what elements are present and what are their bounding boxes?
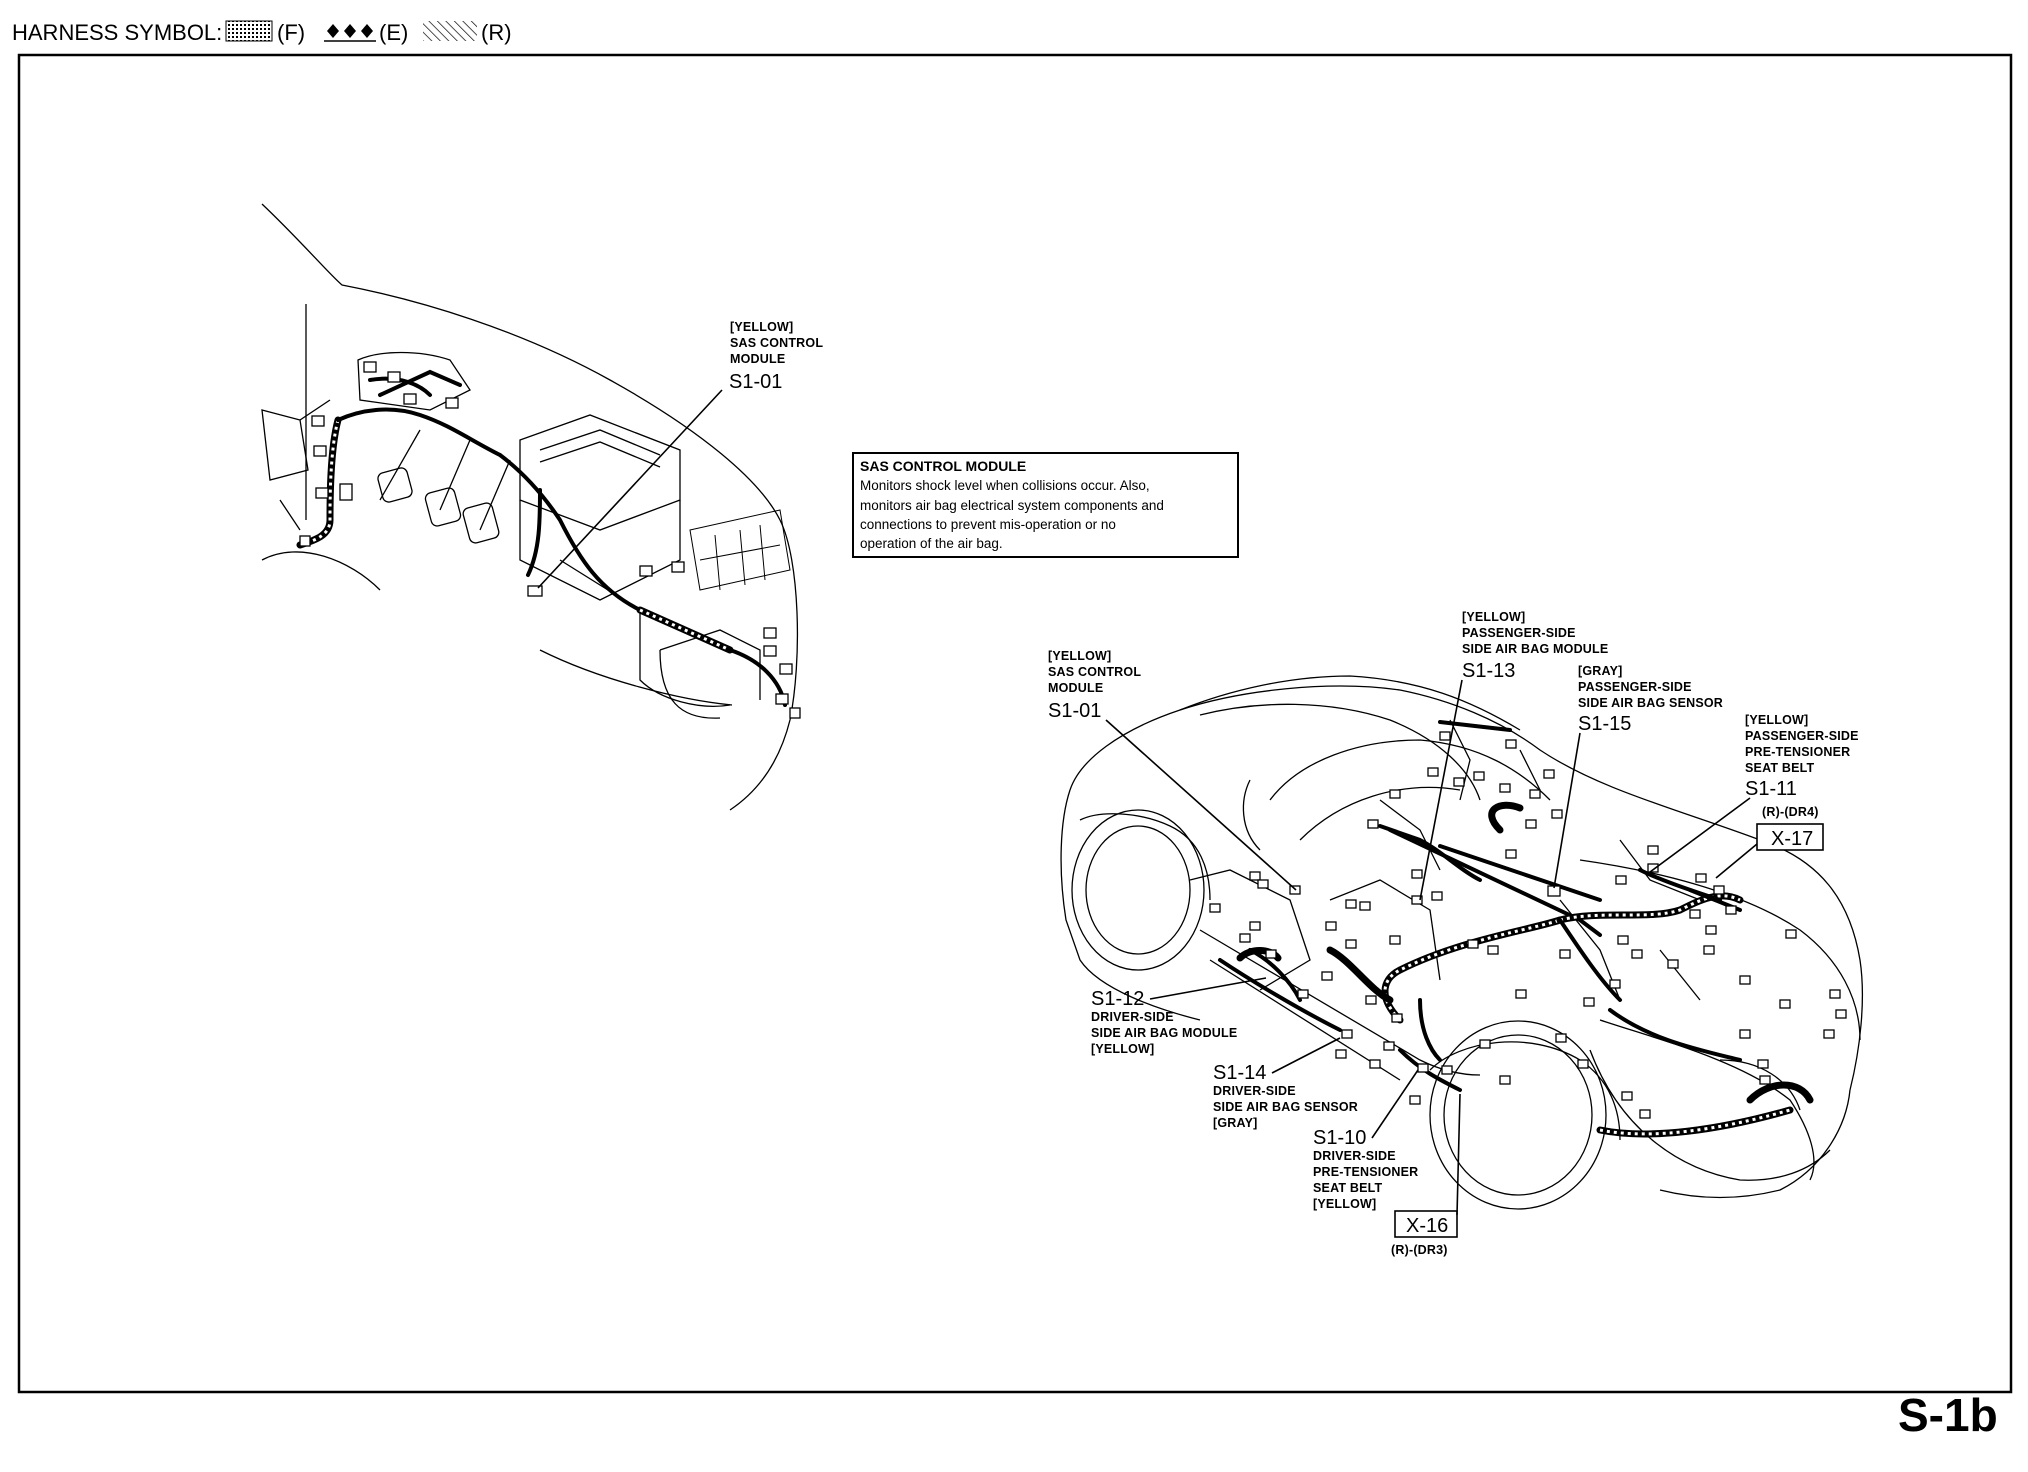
info-box-line-4: operation of the air bag. bbox=[860, 536, 1003, 551]
x-17-leader bbox=[1715, 843, 1758, 879]
car-s1-10-line-3: SEAT BELT bbox=[1313, 1181, 1383, 1195]
car-s1-13-leader bbox=[1419, 679, 1463, 901]
info-box-frame bbox=[852, 452, 1239, 558]
diagram-frame bbox=[17, 53, 2013, 1394]
car-s1-10-line-1: DRIVER-SIDE bbox=[1313, 1149, 1396, 1163]
car-s1-12-line-3: [YELLOW] bbox=[1091, 1042, 1154, 1056]
legend-label: HARNESS SYMBOL: bbox=[12, 20, 222, 45]
car-s1-13-code: S1-13 bbox=[1462, 660, 1515, 682]
car-s1-11-line-3: PRE-TENSIONER bbox=[1745, 745, 1850, 759]
harness-symbol-legend: HARNESS SYMBOL: (F) (E) (R) bbox=[12, 20, 512, 45]
car-s1-11-leader bbox=[1649, 797, 1751, 873]
dash-callout-code: S1-01 bbox=[729, 371, 782, 393]
car-callout-s1-10: S1-10 DRIVER-SIDE PRE-TENSIONER SEAT BEL… bbox=[1313, 1069, 1419, 1211]
car-s1-13-line-3: SIDE AIR BAG MODULE bbox=[1462, 642, 1608, 656]
x-16-leader bbox=[1456, 1093, 1461, 1216]
car-s1-01-leader bbox=[1105, 719, 1297, 891]
car-s1-14-code: S1-14 bbox=[1213, 1062, 1266, 1084]
legend-item-e: (E) bbox=[324, 20, 408, 45]
car-s1-12-leader bbox=[1149, 977, 1267, 1000]
car-s1-15-leader bbox=[1553, 732, 1581, 889]
diamonds-swatch bbox=[327, 24, 373, 38]
x-17-ref: (R)-(DR4) bbox=[1762, 805, 1819, 819]
info-box-line-3: connections to prevent mis-operation or … bbox=[860, 517, 1116, 532]
car-s1-01-code: S1-01 bbox=[1048, 700, 1101, 722]
car-s1-10-line-4: [YELLOW] bbox=[1313, 1197, 1376, 1211]
car-callout-s1-12: S1-12 DRIVER-SIDE SIDE AIR BAG MODULE [Y… bbox=[1091, 977, 1267, 1056]
x-16-code: X-16 bbox=[1406, 1215, 1448, 1237]
car-s1-11-code: S1-11 bbox=[1745, 778, 1797, 800]
car-callout-s1-01: [YELLOW] SAS CONTROL MODULE S1-01 bbox=[1048, 649, 1297, 891]
diagonal-hatch-swatch bbox=[423, 21, 477, 41]
dotted-grid-swatch bbox=[225, 20, 273, 42]
dash-callout-line-2: SAS CONTROL bbox=[730, 336, 823, 350]
car-s1-14-line-2: SIDE AIR BAG SENSOR bbox=[1213, 1100, 1358, 1114]
car-callout-s1-14: S1-14 DRIVER-SIDE SIDE AIR BAG SENSOR [G… bbox=[1213, 1037, 1358, 1130]
connector-x-16: X-16 (R)-(DR3) bbox=[1391, 1093, 1461, 1257]
connector-x-17: (R)-(DR4) X-17 bbox=[1715, 805, 1824, 879]
dash-callout-line-3: MODULE bbox=[730, 352, 785, 366]
dashboard-illustration bbox=[261, 203, 801, 811]
car-s1-15-line-1: [GRAY] bbox=[1578, 664, 1623, 678]
legend-code-r: (R) bbox=[481, 20, 512, 45]
car-s1-01-line-2: SAS CONTROL bbox=[1048, 665, 1141, 679]
car-s1-12-code: S1-12 bbox=[1091, 988, 1144, 1010]
legend-item-f: (F) bbox=[225, 20, 305, 45]
car-s1-10-code: S1-10 bbox=[1313, 1127, 1366, 1149]
dash-callout-leader bbox=[537, 389, 723, 589]
info-box-title: SAS CONTROL MODULE bbox=[860, 458, 1026, 474]
car-s1-10-line-2: PRE-TENSIONER bbox=[1313, 1165, 1418, 1179]
x-16-box bbox=[1394, 1210, 1458, 1238]
legend-item-r: (R) bbox=[423, 20, 512, 45]
car-s1-13-line-2: PASSENGER-SIDE bbox=[1462, 626, 1576, 640]
car-s1-01-line-1: [YELLOW] bbox=[1048, 649, 1111, 663]
car-s1-14-line-3: [GRAY] bbox=[1213, 1116, 1258, 1130]
x-16-ref: (R)-(DR3) bbox=[1391, 1243, 1448, 1257]
car-s1-15-line-2: PASSENGER-SIDE bbox=[1578, 680, 1692, 694]
car-s1-01-line-3: MODULE bbox=[1048, 681, 1103, 695]
car-s1-12-line-2: SIDE AIR BAG MODULE bbox=[1091, 1026, 1237, 1040]
sas-info-box: SAS CONTROL MODULE Monitors shock level … bbox=[852, 452, 1239, 558]
info-box-line-1: Monitors shock level when collisions occ… bbox=[860, 478, 1150, 493]
vehicle-connectors bbox=[1209, 731, 1847, 1119]
dash-callout-s1-01: [YELLOW] SAS CONTROL MODULE S1-01 bbox=[537, 320, 823, 589]
car-s1-11-line-1: [YELLOW] bbox=[1745, 713, 1808, 727]
car-callout-s1-15: [GRAY] PASSENGER-SIDE SIDE AIR BAG SENSO… bbox=[1553, 664, 1723, 889]
car-s1-12-line-1: DRIVER-SIDE bbox=[1091, 1010, 1174, 1024]
car-s1-15-code: S1-15 bbox=[1578, 713, 1631, 735]
car-s1-11-line-2: PASSENGER-SIDE bbox=[1745, 729, 1859, 743]
sas-control-module-connector bbox=[527, 585, 543, 597]
x-17-box bbox=[1756, 823, 1824, 851]
car-s1-14-leader bbox=[1271, 1037, 1341, 1074]
info-box-line-2: monitors air bag electrical system compo… bbox=[860, 498, 1164, 513]
car-callout-s1-11: [YELLOW] PASSENGER-SIDE PRE-TENSIONER SE… bbox=[1649, 713, 1859, 873]
dash-callout-line-1: [YELLOW] bbox=[730, 320, 793, 334]
car-s1-14-line-1: DRIVER-SIDE bbox=[1213, 1084, 1296, 1098]
car-callout-s1-13: [YELLOW] PASSENGER-SIDE SIDE AIR BAG MOD… bbox=[1419, 610, 1608, 901]
car-s1-15-line-3: SIDE AIR BAG SENSOR bbox=[1578, 696, 1723, 710]
legend-code-e: (E) bbox=[379, 20, 408, 45]
x-17-code: X-17 bbox=[1771, 828, 1813, 850]
car-s1-10-leader bbox=[1371, 1069, 1419, 1139]
page-number: S-1b bbox=[1898, 1389, 1998, 1441]
car-s1-11-line-4: SEAT BELT bbox=[1745, 761, 1815, 775]
legend-code-f: (F) bbox=[277, 20, 305, 45]
car-s1-13-line-1: [YELLOW] bbox=[1462, 610, 1525, 624]
vehicle-illustration bbox=[1060, 675, 1864, 1210]
